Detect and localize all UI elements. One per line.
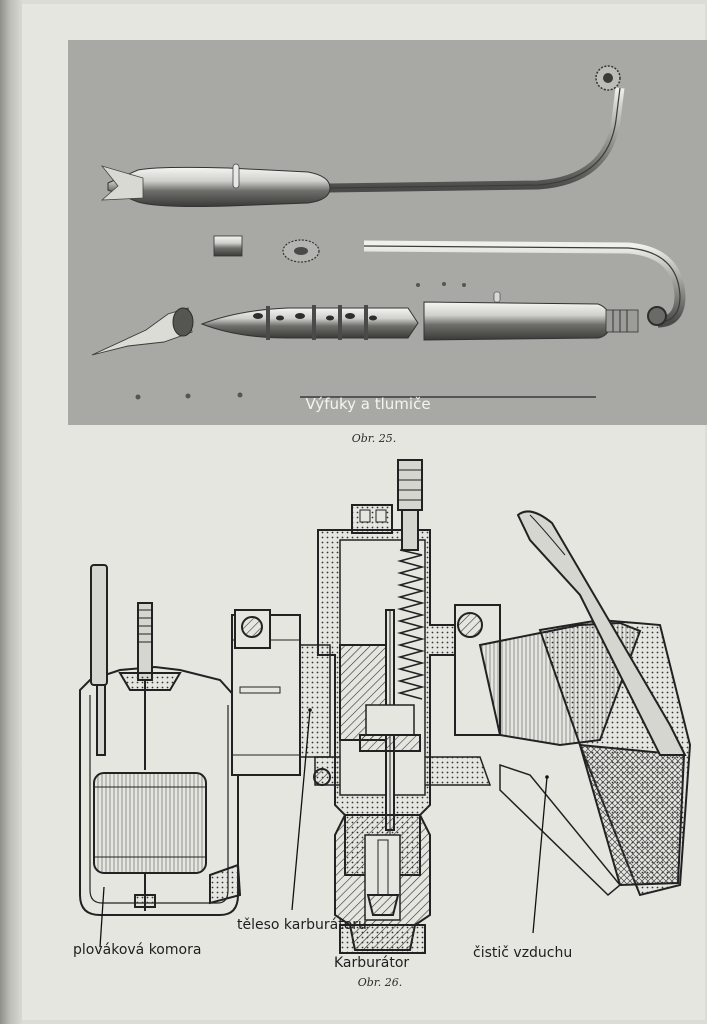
book-spine-shadow [0,0,22,1024]
carburetor-drawing [60,455,700,955]
figure-number-25: Obr. 25. [351,432,397,445]
float-chamber-art [79,564,242,916]
upper-silencer [107,166,331,207]
float-chamber-label: plováková komora [73,942,202,958]
figure-number-26: Obr. 26. [357,976,403,989]
photo-caption: Výfuky a tlumiče [305,395,431,413]
exhaust-photo: Výfuky a tlumiče [68,40,707,425]
lower-perforated-tube [200,307,419,339]
air-cleaner-label: čistič vzduchu [473,945,573,961]
carburetor-body-label: těleso karburátoru [237,917,367,933]
exhaust-photo-art [91,65,686,400]
air-cleaner-art [454,510,692,897]
sleeve-part [213,235,243,257]
leader-lines [99,709,548,948]
carburetor-drawing-art [79,459,692,954]
carburetor-body-art [231,459,492,954]
lower-silencer-body [423,301,611,341]
drawing-title: Karburátor [334,955,410,971]
upper-fishtail [100,165,144,201]
upper-exhaust-pipe [327,87,625,193]
